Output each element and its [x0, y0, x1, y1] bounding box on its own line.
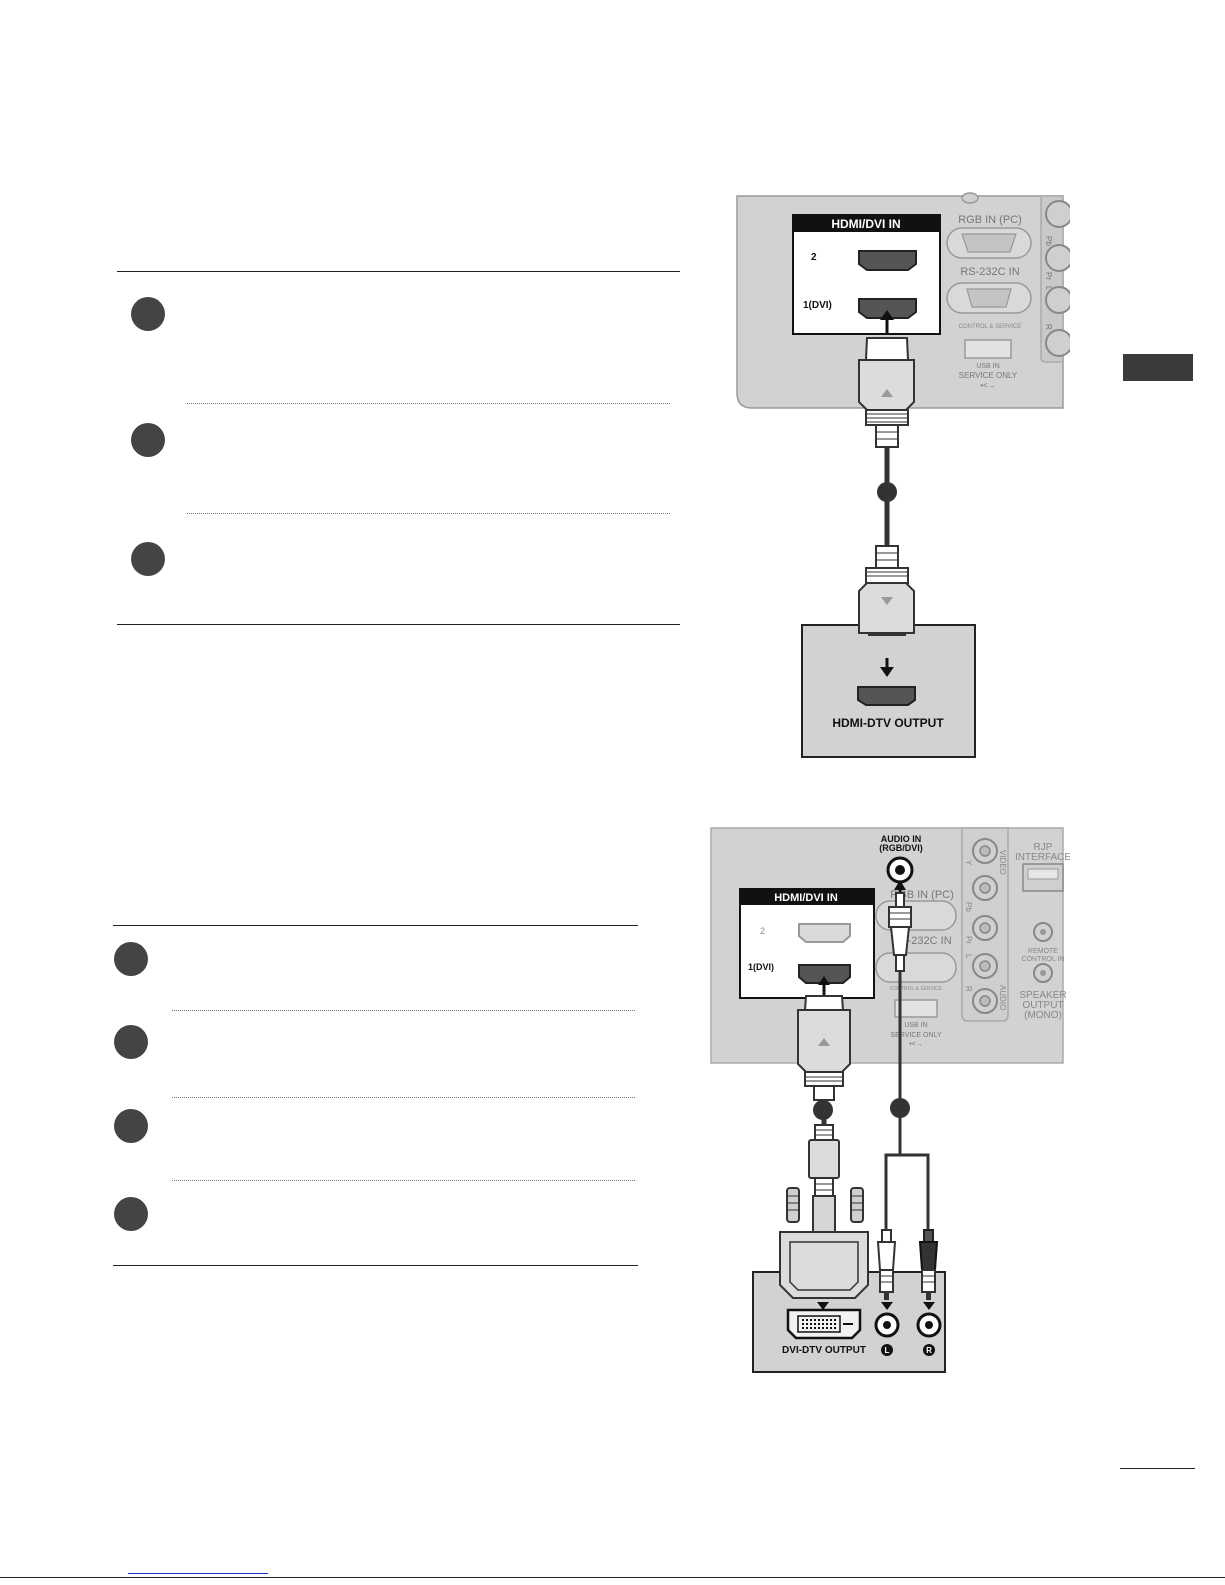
hdmi-port-1: [798, 964, 851, 984]
port-2-label: 2: [811, 252, 817, 263]
thumbscrew: [850, 1187, 864, 1223]
step-divider: [187, 513, 670, 514]
side-jack-column: [1040, 195, 1064, 363]
rgb-in-label: RGB IN (PC): [890, 889, 954, 901]
section1-bottom-rule: [117, 624, 680, 625]
audio-side-label: AUDIO: [998, 985, 1007, 1010]
dvi-dtv-output-label: DVI-DTV OUTPUT: [782, 1345, 866, 1356]
component-jack: [1045, 329, 1070, 357]
rca-plug-red: [918, 1241, 939, 1271]
usb-port: [894, 999, 938, 1018]
chapter-tab: [1123, 354, 1193, 381]
step-divider: [172, 1180, 635, 1181]
step-3-marker: [131, 542, 165, 576]
jack-r-badge: [923, 1344, 935, 1356]
arrow-down-icon: [817, 1302, 829, 1310]
rgb-in-label: RGB IN (PC): [958, 214, 1022, 226]
usb-in-label: USB IN: [976, 363, 999, 370]
hdmi-dvi-in-title: HDMI/DVI IN: [831, 217, 900, 231]
side-label-l: L: [964, 954, 973, 959]
service-only-label: SERVICE ONLY: [890, 1032, 941, 1039]
rs232c-in-label: RS-232C IN: [960, 266, 1019, 278]
step-divider: [172, 1010, 635, 1011]
arrow-up-icon: [818, 976, 830, 985]
rca-plug-white: [876, 1241, 897, 1271]
jack-r-label: R: [926, 1346, 932, 1355]
rjp-label: RJP: [1034, 842, 1053, 853]
step-2-marker: [114, 1025, 148, 1059]
jack-l-badge: [881, 1344, 893, 1356]
hdmi-plug-body: [858, 359, 915, 411]
audio-plug: [888, 906, 912, 928]
hdmi-dvi-in-header: [740, 889, 874, 905]
hdmi-connection-diagram: Pb Pr L R HDMI/DVI IN 2 1(DVI) RGB IN (P…: [736, 192, 1070, 758]
audio-in-label: AUDIO IN: [881, 834, 922, 844]
side-label-pr: Pr: [1044, 272, 1053, 280]
hdmi-dvi-in-title: HDMI/DVI IN: [774, 892, 838, 904]
section2-bottom-rule: [113, 1265, 638, 1266]
side-label-r: R: [964, 986, 973, 992]
output-label: OUTPUT: [1022, 1000, 1063, 1011]
footer-rule: [0, 1577, 1225, 1578]
audio-in-rgb-dvi-label: (RGB/DVI): [879, 843, 923, 853]
video-label: VIDEO: [998, 850, 1007, 875]
hdmi-port-1: [858, 298, 917, 319]
arrow-down-icon: [881, 1302, 893, 1310]
port-1-label: 1(DVI): [803, 300, 832, 311]
component-jack: [1045, 244, 1070, 272]
side-label-y: Y: [964, 860, 973, 866]
step-divider: [187, 403, 670, 404]
control-service-label: CONTROL & SERVICE: [959, 324, 1022, 330]
cable-marker: [813, 1100, 833, 1120]
step-3-marker: [114, 1109, 148, 1143]
speaker-label: SPEAKER: [1019, 990, 1066, 1001]
side-label-l: L: [1044, 286, 1053, 291]
usb-icon: •<→: [909, 1041, 923, 1048]
step-4-marker: [114, 1197, 148, 1231]
mono-label: (MONO): [1024, 1010, 1062, 1021]
footer-link-underline: [128, 1573, 268, 1574]
section2-top-rule: [113, 925, 638, 926]
step-divider: [172, 1097, 635, 1098]
side-label-r: R: [1044, 324, 1053, 330]
usb-port: [964, 339, 1012, 359]
hdmi-dtv-output-label: HDMI-DTV OUTPUT: [832, 716, 944, 730]
arrow-up-icon: [880, 310, 894, 320]
jack-l-label: L: [885, 1346, 890, 1355]
control-service-label: CONTROL & SERVICE: [890, 986, 943, 992]
usb-icon: •<→: [980, 381, 995, 390]
dvi-plug-body: [779, 1231, 869, 1299]
port-2-label: 2: [760, 926, 765, 936]
hdmi-port-2: [858, 250, 917, 271]
component-jack: [1045, 286, 1070, 314]
side-label-pb: Pb: [1044, 236, 1053, 246]
step-1-marker: [131, 297, 165, 331]
interface-label: INTERFACE: [1015, 852, 1070, 863]
dvi-connection-diagram: Y Pb Pr L R VIDEO AUDIO RJP INTERFACE RE…: [710, 827, 1070, 1373]
hdmi-plug-body: [858, 582, 915, 634]
arrow-down-icon: [923, 1302, 935, 1310]
hdmi-dvi-in-header: [793, 215, 940, 232]
remote-label: REMOTE: [1028, 948, 1058, 955]
hdmi-output-port: [857, 686, 916, 706]
control-in-label: CONTROL IN: [1022, 956, 1065, 963]
cable-marker: [890, 1098, 910, 1118]
side-label-pb: Pb: [964, 902, 973, 912]
side-label-pr: Pr: [964, 936, 973, 944]
cable-marker: [877, 482, 897, 502]
port-1-label: 1(DVI): [748, 962, 774, 972]
service-only-label: SERVICE ONLY: [959, 371, 1018, 380]
arrow-down-icon: [880, 667, 894, 677]
step-1-marker: [114, 942, 148, 976]
rs232c-port: [875, 952, 957, 983]
page-number-rule: [1120, 1468, 1195, 1469]
section1-top-rule: [117, 271, 680, 272]
step-2-marker: [131, 423, 165, 457]
component-jack: [1045, 200, 1070, 228]
usb-in-label: USB IN: [904, 1022, 927, 1029]
hdmi-port-2: [798, 923, 851, 943]
hdmi-plug-tip: [864, 337, 910, 361]
thumbscrew: [786, 1187, 800, 1223]
